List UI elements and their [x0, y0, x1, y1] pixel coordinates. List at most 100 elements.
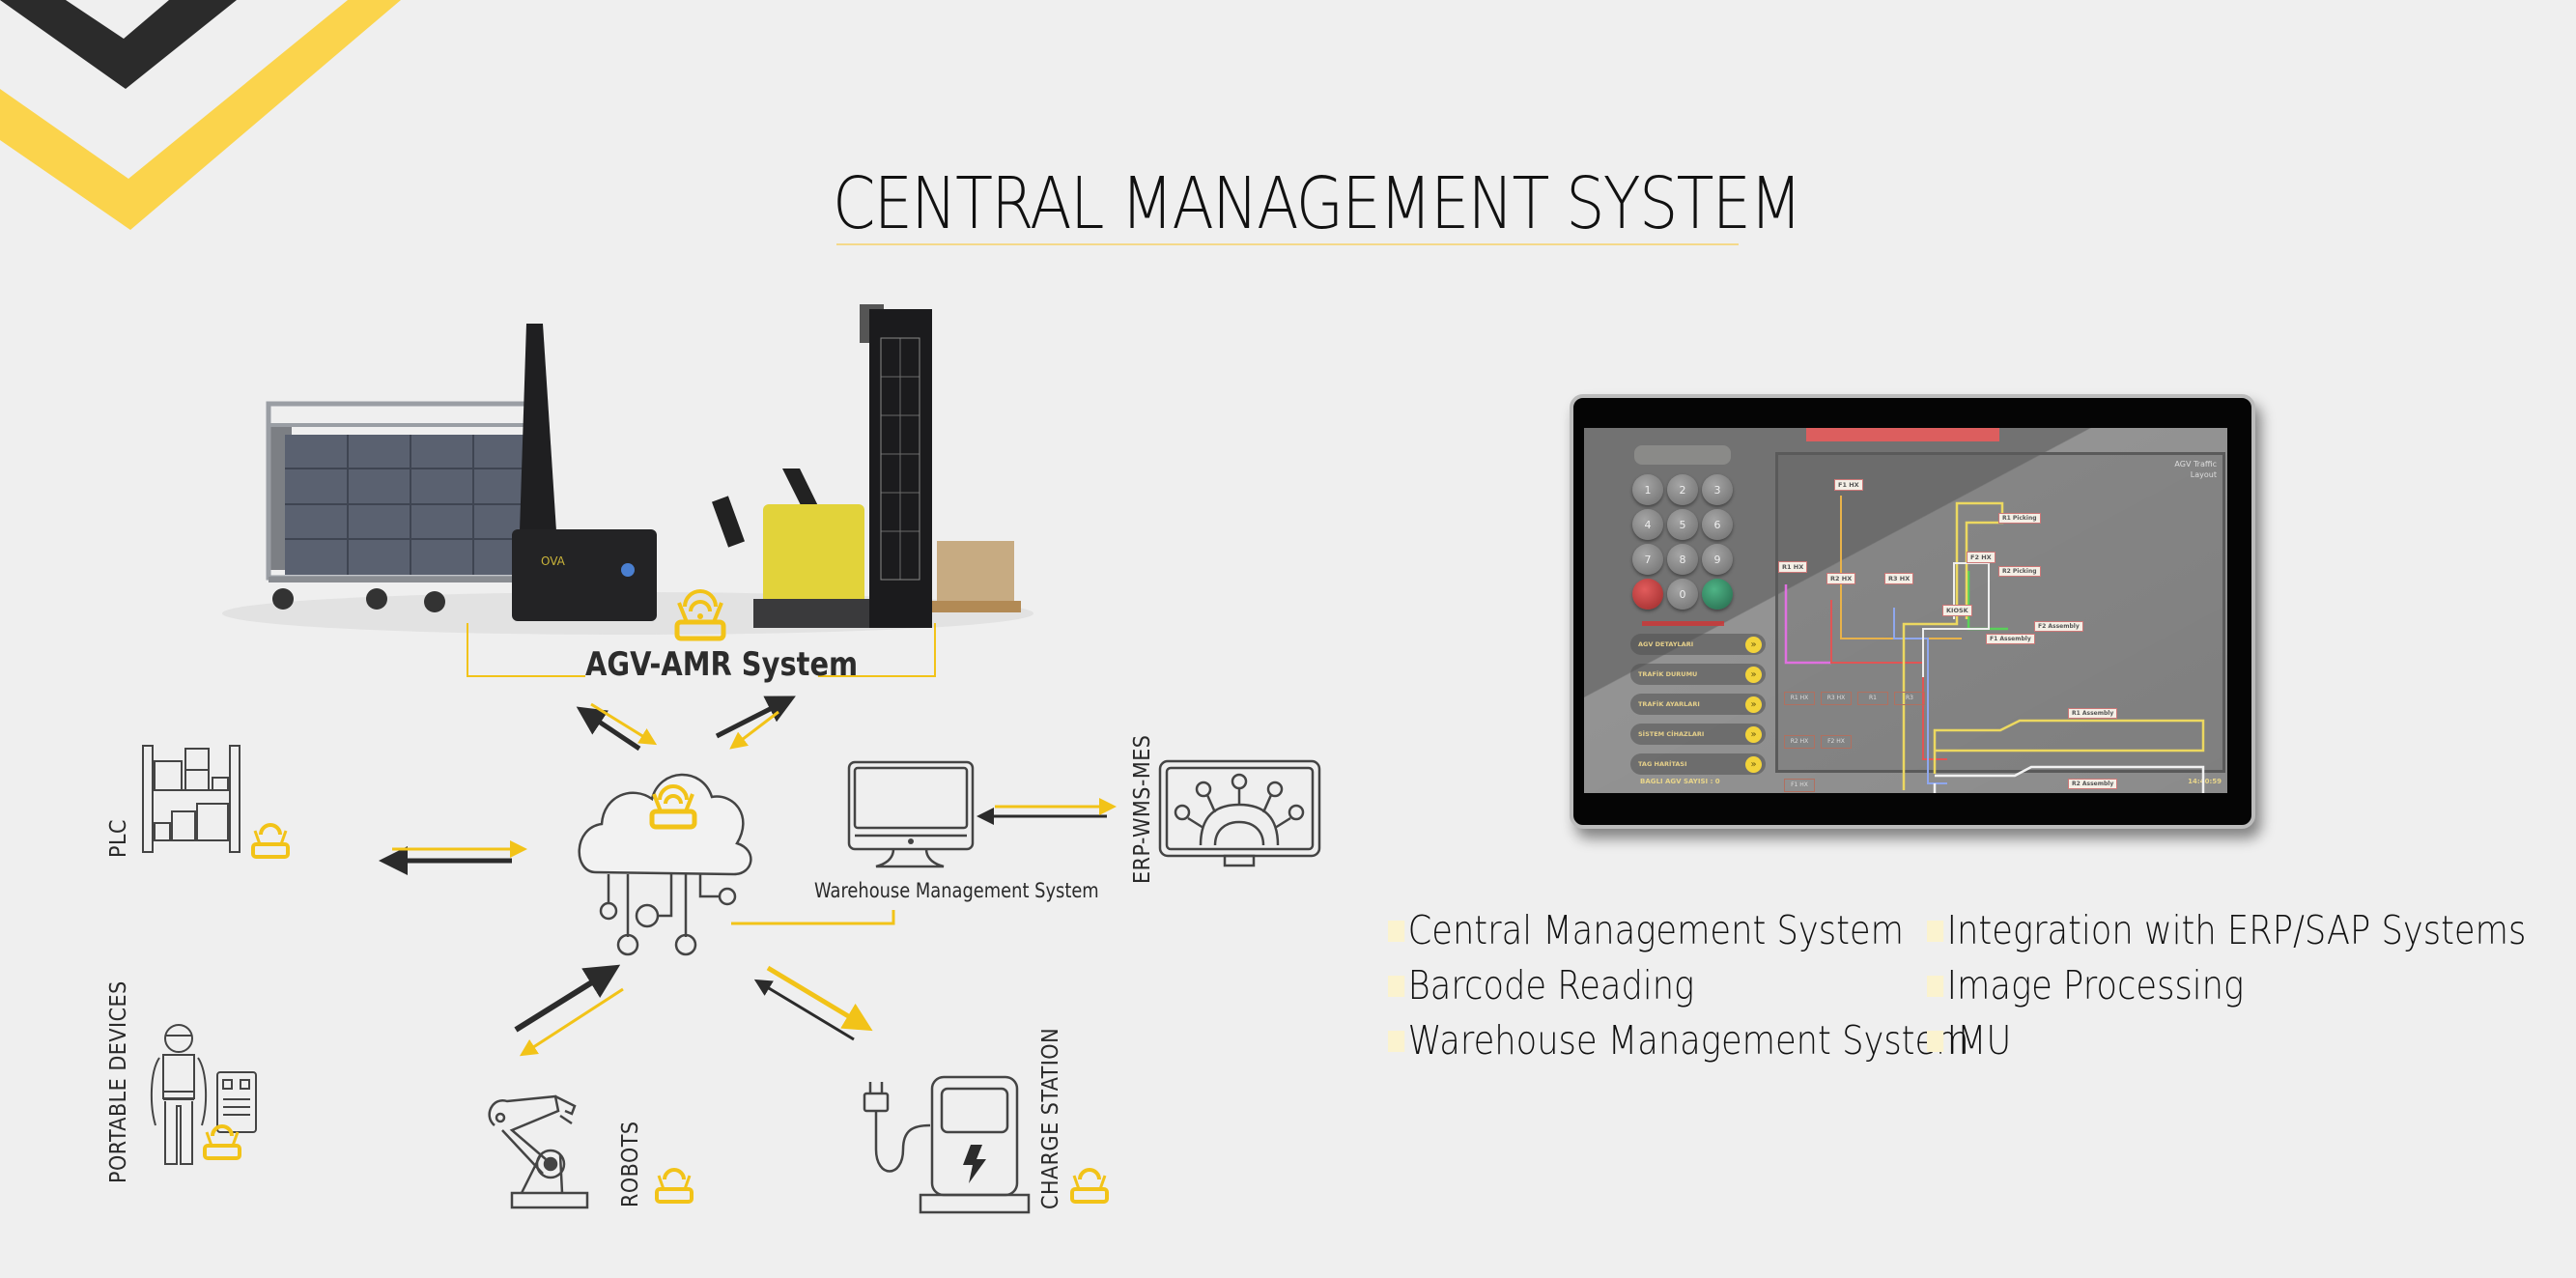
- keypad-key[interactable]: 3: [1702, 474, 1733, 505]
- station-grid-cell[interactable]: F2 HX: [1821, 735, 1852, 749]
- arrow-from-charge: [753, 979, 855, 1041]
- worker-with-tablet-icon: [150, 1024, 257, 1165]
- map-station-label[interactable]: F2 Assembly: [2034, 621, 2083, 632]
- map-station-label[interactable]: R1 Assembly: [2068, 708, 2118, 719]
- menu-item[interactable]: SİSTEM CİHAZLARI »: [1630, 724, 1766, 745]
- bullet-square-icon: [1388, 920, 1405, 942]
- keypad-key[interactable]: 9: [1702, 544, 1733, 575]
- arrow-cloud-to-agv-left: [576, 706, 641, 752]
- bullet-square-icon: [1927, 975, 1944, 997]
- svg-text:OVA: OVA: [541, 554, 566, 568]
- keypad-key[interactable]: 6: [1702, 509, 1733, 540]
- menu-item-label: TRAFİK DURUMU: [1638, 670, 1698, 678]
- agv-vehicles-illustration: OVA: [222, 304, 1033, 635]
- desktop-monitor-icon: [847, 760, 975, 868]
- title-underline: [836, 243, 1739, 245]
- wifi-router-icon: [251, 823, 290, 859]
- map-station-label[interactable]: R2 Assembly: [2068, 779, 2118, 789]
- keypad-confirm-button[interactable]: [1702, 579, 1733, 610]
- menu-item[interactable]: TRAFİK DURUMU »: [1630, 664, 1766, 685]
- cloud-wms-connector: [731, 910, 895, 925]
- menu-item[interactable]: TAG HARİTASI »: [1630, 753, 1766, 775]
- feature-item: Integration with ERP/SAP Systems: [1927, 903, 2526, 958]
- feature-text: IMU: [1946, 1017, 2012, 1064]
- connection-arrows: [379, 696, 1117, 1057]
- menu-item-label: SİSTEM CİHAZLARI: [1638, 730, 1705, 738]
- chevron-right-icon[interactable]: »: [1745, 666, 1762, 683]
- station-grid-cell[interactable]: R1 HX: [1784, 692, 1815, 705]
- monitor-menu: AGV DETAYLARI»TRAFİK DURUMU»TRAFİK AYARL…: [1630, 634, 1766, 783]
- chevron-right-icon[interactable]: »: [1745, 725, 1762, 743]
- feature-item: Central Management System: [1388, 903, 1969, 958]
- keypad-key[interactable]: 1: [1632, 474, 1663, 505]
- wifi-router-icon: [649, 784, 697, 830]
- feature-item: Barcode Reading: [1388, 958, 1969, 1013]
- map-station-label[interactable]: F1 Assembly: [1986, 634, 2035, 644]
- keypad-key[interactable]: 4: [1632, 509, 1663, 540]
- menu-item-label: TAG HARİTASI: [1638, 760, 1687, 768]
- bullet-square-icon: [1388, 1030, 1405, 1052]
- menu-item-label: AGV DETAYLARI: [1638, 640, 1694, 648]
- station-grid-cell[interactable]: R2 HX: [1784, 735, 1815, 749]
- chevron-right-icon[interactable]: »: [1745, 696, 1762, 713]
- map-station-label[interactable]: F2 HX: [1967, 552, 1996, 563]
- agv-amr-system-label: AGV-AMR System: [585, 645, 859, 684]
- feature-text: Central Management System: [1407, 907, 1904, 953]
- keypad-key[interactable]: 8: [1667, 544, 1698, 575]
- chevron-right-icon[interactable]: »: [1745, 636, 1762, 653]
- warehouse-shelf-icon: [142, 745, 241, 853]
- bullet-square-icon: [1927, 1030, 1944, 1052]
- keypad-key[interactable]: 7: [1632, 544, 1663, 575]
- portable-devices-label: PORTABLE DEVICES: [106, 980, 131, 1183]
- arrow-agv-to-cloud-left: [590, 702, 658, 746]
- feature-text: Barcode Reading: [1407, 962, 1695, 1008]
- keypad-key[interactable]: 5: [1667, 509, 1698, 540]
- station-grid-cell[interactable]: F1 HX: [1784, 779, 1815, 792]
- keypad-cancel-button[interactable]: [1632, 579, 1663, 610]
- keypad-key[interactable]: 2: [1667, 474, 1698, 505]
- map-station-label[interactable]: R1 Picking: [1998, 513, 2041, 524]
- traffic-map: AGV Traffic Layout F1 HX F2 HX R1 HX R2 HX R…: [1775, 452, 2225, 793]
- feature-item: Image Processing: [1927, 958, 2526, 1013]
- map-station-label[interactable]: KIOSK: [1942, 605, 1972, 616]
- chevron-right-icon[interactable]: »: [1745, 755, 1762, 773]
- robot-arm-icon: [488, 1094, 589, 1209]
- station-grid-cell[interactable]: R3 HX: [1821, 692, 1852, 705]
- menu-item-label: TRAFİK AYARLARI: [1638, 700, 1700, 708]
- station-grid-cell[interactable]: R1: [1857, 692, 1888, 705]
- menu-item[interactable]: TRAFİK AYARLARI »: [1630, 694, 1766, 715]
- chevron-decoration: [0, 0, 401, 230]
- charging-station-icon: [863, 1075, 1031, 1214]
- traffic-routes: [1784, 496, 2205, 793]
- station-grid-cell[interactable]: R3: [1894, 692, 1925, 705]
- feature-text: Integration with ERP/SAP Systems: [1946, 907, 2527, 953]
- map-station-label[interactable]: R2 HX: [1826, 573, 1856, 584]
- tow-agv: OVA: [512, 324, 657, 621]
- cloud-network-icon: [578, 773, 752, 956]
- arrow-agv-to-cloud-right: [729, 710, 779, 750]
- map-station-label[interactable]: F1 HX: [1834, 479, 1863, 491]
- arrow-to-charge: [766, 965, 873, 1032]
- menu-item[interactable]: AGV DETAYLARI »: [1630, 634, 1766, 655]
- keypad-display: [1634, 445, 1731, 465]
- plc-label: PLC: [106, 819, 131, 858]
- monitor-gear-icon: [1158, 759, 1321, 867]
- arrow-cloud-to-agv-right: [715, 696, 796, 739]
- cart-with-crates: [266, 401, 580, 612]
- layout-title-line-2: Layout: [2190, 470, 2217, 479]
- map-station-label[interactable]: R2 Picking: [1998, 566, 2041, 577]
- alert-bar: [1806, 428, 1999, 441]
- map-station-label[interactable]: R1 HX: [1778, 561, 1808, 573]
- wms-label: Warehouse Management System: [814, 879, 1099, 902]
- clock: 14:40:59: [2188, 778, 2222, 785]
- keypad-key[interactable]: 0: [1667, 579, 1698, 610]
- map-station-label[interactable]: R3 HX: [1884, 573, 1914, 584]
- layout-title: AGV Traffic Layout: [2174, 459, 2217, 480]
- wifi-router-icon: [1070, 1168, 1109, 1204]
- feature-text: Warehouse Management System: [1407, 1017, 1969, 1064]
- connected-agv-count: BAGLI AGV SAYISI : 0: [1640, 778, 1720, 785]
- erp-wms-mes-label: ERP-WMS-MES: [1130, 734, 1155, 884]
